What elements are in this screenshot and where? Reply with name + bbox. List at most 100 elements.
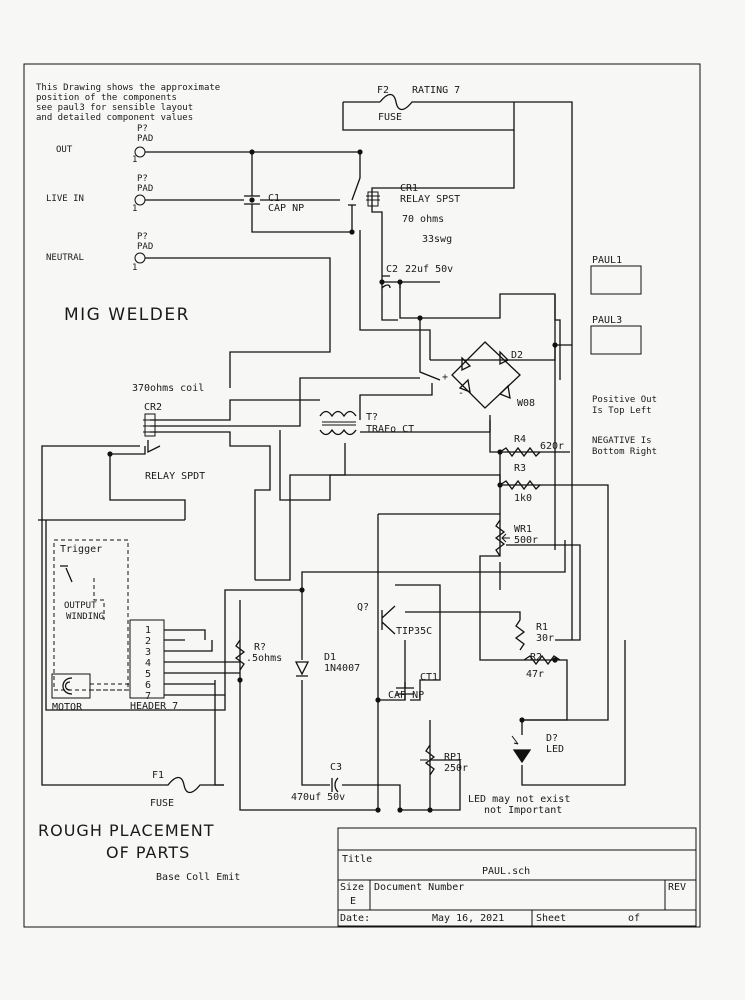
pad-name: PAD	[137, 184, 153, 194]
motor: MOTOR	[51, 673, 91, 713]
fuse-f2: F2 RATING 7 FUSE	[343, 85, 514, 123]
trigger-winding-group: Trigger OUTPUT WINDING	[53, 539, 129, 691]
title-value: PAUL.sch	[482, 866, 530, 877]
fuse-name: FUSE	[378, 112, 402, 123]
relay-cr2: 370ohms coil CR2 RELAY SPDT	[132, 383, 205, 482]
document-number-label: Document Number	[374, 882, 464, 893]
pad-out: P? PAD OUT 1	[56, 124, 153, 165]
component-ref: WR1	[514, 524, 532, 535]
header-pin: 1	[145, 625, 151, 636]
polarity-notes: Positive Out Is Top Left NEGATIVE Is Bot…	[592, 395, 657, 457]
fuse-name: FUSE	[150, 798, 174, 809]
note-line: and detailed component values	[36, 113, 193, 123]
fuse-ref: F1	[152, 770, 164, 781]
note-line: not Important	[484, 805, 562, 816]
pad-pin: 1	[132, 204, 137, 214]
relay-cr1: CR1 RELAY SPST 70 ohms 33swg	[348, 177, 460, 245]
heading-line: OF PARTS	[106, 843, 190, 862]
header-pin: 7	[145, 691, 151, 702]
note-line: This Drawing shows the approximate	[36, 83, 220, 93]
resistor-r2: R2 47r	[523, 652, 561, 680]
pad-ref: P?	[137, 174, 148, 184]
heading-line: ROUGH PLACEMENT	[38, 821, 214, 840]
pad-circle	[134, 252, 146, 264]
relay-coil-resistance: 70 ohms	[402, 214, 444, 225]
component-value: TIP35C	[396, 626, 432, 637]
capacitor-c1: C1 CAP NP	[244, 188, 304, 214]
capacitor-c3: C3 470uf 50v	[291, 762, 345, 803]
fuse-rating: RATING 7	[412, 85, 460, 96]
header-pin: 5	[145, 669, 151, 680]
resistor-r4: R4 620r	[499, 434, 564, 458]
paul1-box	[590, 265, 642, 295]
pad-ref: P?	[137, 232, 148, 242]
pad-net-label: LIVE IN	[46, 194, 84, 204]
pad-net-label: NEUTRAL	[46, 253, 84, 263]
title-label: Title	[342, 854, 372, 865]
component-ref: R4	[514, 434, 526, 445]
component-ref: R?	[254, 642, 266, 653]
pad-name: PAD	[137, 134, 153, 144]
pad-pin: 1	[132, 155, 137, 165]
fuse-f1: F1 FUSE	[140, 770, 224, 809]
component-value: 500r	[514, 535, 538, 546]
size-value: E	[350, 896, 356, 907]
component-ref: CR2	[144, 402, 162, 413]
note-line: position of the components	[36, 93, 177, 103]
date-value: May 16, 2021	[432, 913, 504, 924]
pad-neutral: P? PAD NEUTRAL 1	[46, 232, 153, 273]
component-ref: R1	[536, 622, 548, 633]
bridge-minus: -	[458, 388, 464, 399]
trigger-label: Trigger	[60, 544, 102, 555]
note-line: Positive Out	[592, 395, 657, 405]
pad-name: PAD	[137, 242, 153, 252]
component-ref: Q?	[357, 602, 369, 613]
header-pin: 6	[145, 680, 151, 691]
header-pin: 4	[145, 658, 151, 669]
component-value: .5ohms	[246, 653, 282, 664]
pad-net-label: OUT	[56, 145, 73, 155]
paul3-label: PAUL3	[592, 315, 622, 326]
component-value: LED	[546, 744, 564, 755]
pad-pin: 1	[132, 263, 137, 273]
title-block: Title PAUL.sch Size E Document Number RE…	[337, 827, 697, 927]
diode-d1: D1 1N4007	[294, 652, 360, 677]
relay-wire-gauge: 33swg	[422, 234, 452, 245]
component-ref: CT1	[420, 672, 438, 683]
component-ref: T?	[366, 412, 378, 423]
bridge-rectifier-d2: D2 W08 + -	[442, 341, 535, 409]
component-ref: R3	[514, 463, 526, 474]
junctions	[107, 149, 558, 813]
transistor-q: Q? TIP35C	[357, 602, 432, 637]
wiring	[38, 101, 626, 811]
winding-label: OUTPUT	[64, 601, 97, 611]
bridge-plus: +	[442, 372, 448, 383]
fuse-symbol	[343, 93, 514, 111]
size-label: Size	[340, 882, 364, 893]
component-value: RELAY SPST	[400, 194, 460, 205]
component-ref: D?	[546, 733, 558, 744]
header-pin: 3	[145, 647, 151, 658]
drawing-note: This Drawing shows the approximate posit…	[36, 83, 220, 123]
header-pin: 2	[145, 636, 151, 647]
transformer-t: T? TRAFo CT	[319, 410, 414, 436]
paul-references: PAUL1 PAUL3	[590, 255, 642, 355]
main-label: MIG WELDER	[64, 305, 190, 325]
component-value: CAP NP	[268, 203, 304, 214]
pad-live-in: P? PAD LIVE IN 1	[46, 174, 153, 214]
component-ref: C2	[386, 264, 398, 275]
sheet-border	[23, 63, 701, 928]
component-ref: D2	[511, 350, 523, 361]
winding-label: WINDING	[66, 612, 104, 622]
component-ref: D1	[324, 652, 336, 663]
capacitor-c2: C2 22uf 50v	[381, 264, 453, 289]
capacitor-ct1: CT1 CAP NP	[388, 672, 438, 701]
component-value: W08	[517, 398, 535, 409]
note-line: NEGATIVE Is	[592, 436, 652, 446]
header-7: 1 2 3 4 5 6 7 HEADER 7	[90, 619, 240, 712]
resistor-r1: R1 30r	[514, 619, 554, 651]
component-value: 620r	[540, 441, 564, 452]
component-value: 470uf 50v	[291, 792, 345, 803]
component-ref: CR1	[400, 183, 418, 194]
